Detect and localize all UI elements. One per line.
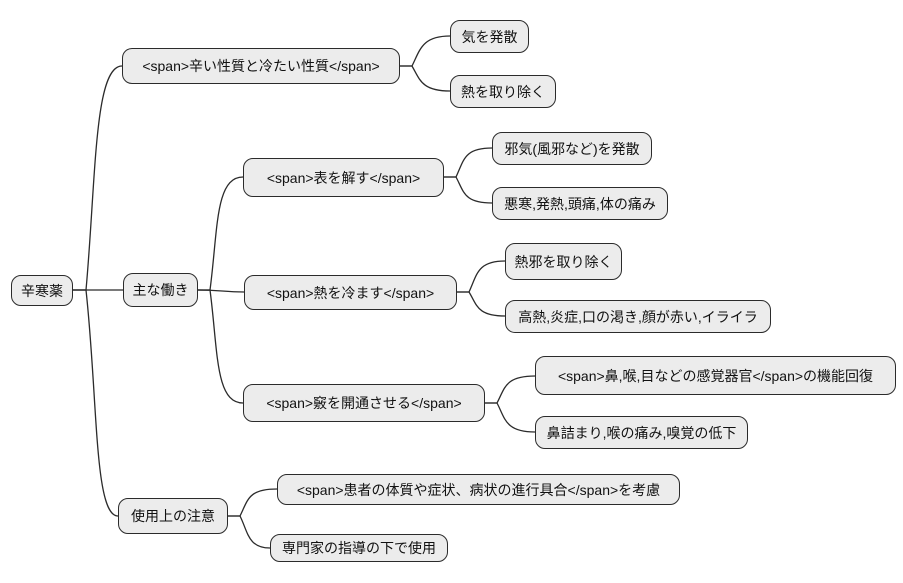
node-expert-guidance: 専門家の指導の下で使用 <box>270 534 448 562</box>
node-cool-heat: <span>熱を冷ます</span> <box>244 275 457 310</box>
node-consider-patient: <span>患者の体質や症状、病状の進行具合</span>を考慮 <box>277 474 680 505</box>
node-cold-symptoms: 悪寒,発熱,頭痛,体の痛み <box>492 187 668 220</box>
edge-orifices-to-nasal-symptoms <box>484 402 536 433</box>
node-sensory-recovery: <span>鼻,喉,目などの感覚器官</span>の機能回復 <box>535 356 896 395</box>
node-nasal-symptoms: 鼻詰まり,喉の痛み,嗅覚の低下 <box>535 416 748 449</box>
node-disperse-pathogen: 邪気(風邪など)を発散 <box>492 132 652 165</box>
edge-cool-to-heat-evil <box>456 260 506 293</box>
node-root: 辛寒薬 <box>11 275 73 306</box>
node-heat-symptoms: 高熱,炎症,口の渇き,顔が赤い,イライラ <box>505 300 771 333</box>
edge-exterior-to-pathogen <box>443 147 493 178</box>
edge-root-to-usage-caution <box>72 289 119 517</box>
edge-orifices-to-sensory <box>484 375 536 404</box>
edge-caution-to-expert <box>227 515 271 549</box>
edge-caution-to-patient <box>227 488 278 517</box>
node-main-functions: 主な働き <box>123 273 198 307</box>
edge-nature-to-remove-heat <box>399 65 451 92</box>
edge-main-to-release-exterior <box>197 176 244 291</box>
node-usage-caution: 使用上の注意 <box>118 498 228 534</box>
edge-main-to-open-orifices <box>197 289 244 404</box>
node-nature: <span>辛い性質と冷たい性質</span> <box>122 48 400 84</box>
edge-nature-to-disperse-qi <box>399 35 451 67</box>
node-open-orifices: <span>竅を開通させる</span> <box>243 384 485 422</box>
node-release-exterior: <span>表を解す</span> <box>243 158 444 197</box>
edge-root-to-nature <box>72 65 123 291</box>
node-remove-heat-evil: 熱邪を取り除く <box>505 243 622 280</box>
node-disperse-qi: 気を発散 <box>450 20 529 53</box>
edge-cool-to-heat-symptoms <box>456 291 506 317</box>
node-remove-heat: 熱を取り除く <box>450 75 556 108</box>
edge-exterior-to-cold-symptoms <box>443 176 493 204</box>
